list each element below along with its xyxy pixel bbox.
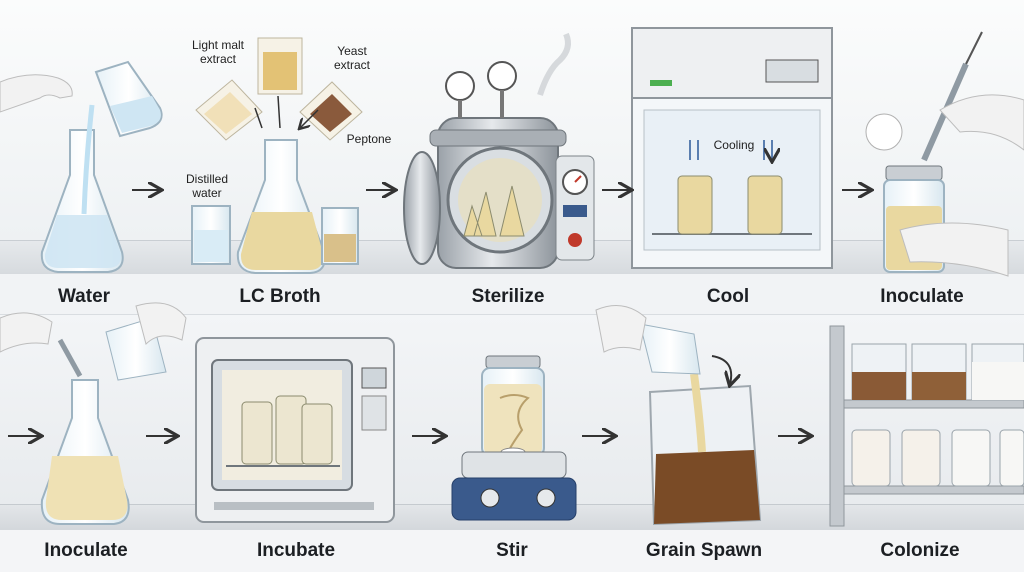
malt-packet <box>195 79 263 141</box>
yeast-packet <box>257 37 303 95</box>
label-distilled: Distilled water <box>185 172 228 200</box>
inoculate-flask-2 <box>0 302 187 525</box>
colonize-shelf <box>829 325 1024 527</box>
title-strip-bottom <box>0 530 1024 572</box>
glove-hand-left <box>0 74 73 113</box>
pouring-beaker <box>94 60 163 138</box>
step-title-inoculate: Inoculate <box>880 286 964 307</box>
step-title-colonize: Colonize <box>880 540 960 561</box>
label-light-malt: Light malt extract <box>191 38 245 66</box>
step-title-stir: Stir <box>496 540 528 561</box>
flow-hood <box>631 27 833 269</box>
step-title-water: Water <box>57 286 111 307</box>
stir-plate <box>451 355 577 521</box>
step-title-inoculate-2: Inoculate <box>44 540 128 561</box>
step-title-grain-spawn: Grain Spawn <box>645 540 763 561</box>
step-title-incubate: Incubate <box>256 540 336 561</box>
autoclave <box>403 32 595 269</box>
label-cooling: Cooling <box>713 138 755 152</box>
label-yeast: Yeast extract <box>333 44 370 72</box>
broth-flask <box>236 139 326 274</box>
water-flask <box>40 104 124 273</box>
label-peptone: Peptone <box>346 132 392 146</box>
grain-bag <box>595 305 762 526</box>
step-title-lc-broth: LC Broth <box>239 286 321 307</box>
step-title-cool: Cool <box>706 286 750 307</box>
distilled-beaker <box>191 205 231 265</box>
step-title-sterilize: Sterilize <box>471 286 545 307</box>
incubator <box>195 337 395 523</box>
inoculate-jar <box>865 31 1024 277</box>
peptone-packet <box>299 81 363 141</box>
small-beaker <box>321 207 359 265</box>
